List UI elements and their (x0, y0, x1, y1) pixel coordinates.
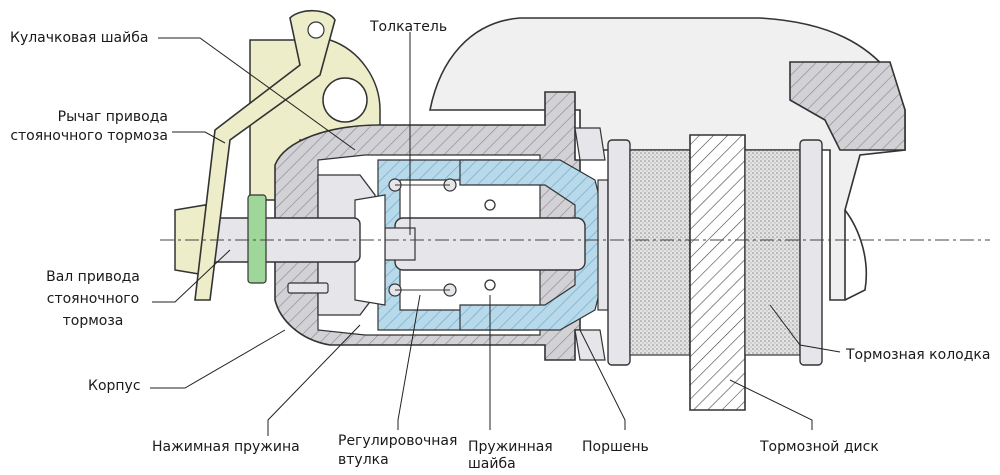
leader-brake-disc (729, 379, 813, 430)
leader-brake-pad (769, 304, 841, 353)
label-adj-sleeve-line2: втулка (338, 452, 389, 468)
label-adj-sleeve-line1: Регулировочная (338, 433, 458, 449)
shaft-seal (247, 194, 267, 284)
leader-lever (172, 131, 226, 144)
leader-housing (150, 329, 286, 389)
label-spring-washer-line2: шайба (468, 456, 516, 472)
label-pusher: Толкатель (370, 19, 448, 35)
leader-adj-sleeve (397, 294, 421, 430)
adjusting-sleeve-wedge (354, 194, 386, 306)
pusher-rod (394, 217, 586, 271)
label-lever-line1: Рычаг привода (57, 109, 168, 125)
label-spring-washer-line1: Пружинная (468, 439, 553, 455)
brake-pad-outer (744, 149, 801, 356)
lever-bracket-hole (322, 77, 368, 123)
brake-pad-inner (629, 149, 691, 356)
leader-shaft (152, 249, 231, 303)
label-housing: Корпус (88, 378, 141, 394)
caliper-finger (789, 61, 906, 151)
cam-pin (287, 282, 329, 294)
leader-pressure-spring (267, 324, 361, 436)
brake-disc (689, 134, 746, 411)
piston-boot (574, 127, 606, 361)
label-shaft-line1: Вал привода (46, 269, 140, 285)
label-piston: Поршень (582, 439, 649, 455)
label-lever-line2: стояночного тормоза (10, 128, 168, 144)
label-brake-pad: Тормозная колодка (846, 347, 991, 363)
caliper-outline-lower (844, 209, 868, 301)
label-cam-washer: Кулачковая шайба (10, 30, 149, 46)
label-shaft-line3: тормоза (62, 313, 124, 329)
piston-face (597, 179, 609, 311)
pressure-spring (388, 178, 457, 297)
pad-backing-plate-inner (607, 139, 631, 366)
leader-piston (579, 329, 626, 430)
label-brake-disc: Тормозной диск (760, 439, 879, 455)
label-shaft-line2: стояночного (46, 291, 140, 307)
leader-cam-washer (158, 37, 356, 151)
spring-washer (484, 199, 496, 291)
leader-lines (150, 32, 841, 436)
parking-brake-lever (194, 9, 336, 301)
pad-backing-plate-outer (799, 139, 823, 366)
piston-body (459, 159, 601, 331)
lever-slot (307, 21, 325, 39)
label-pressure-spring: Нажимная пружина (152, 439, 300, 455)
caliper-body (429, 17, 906, 301)
